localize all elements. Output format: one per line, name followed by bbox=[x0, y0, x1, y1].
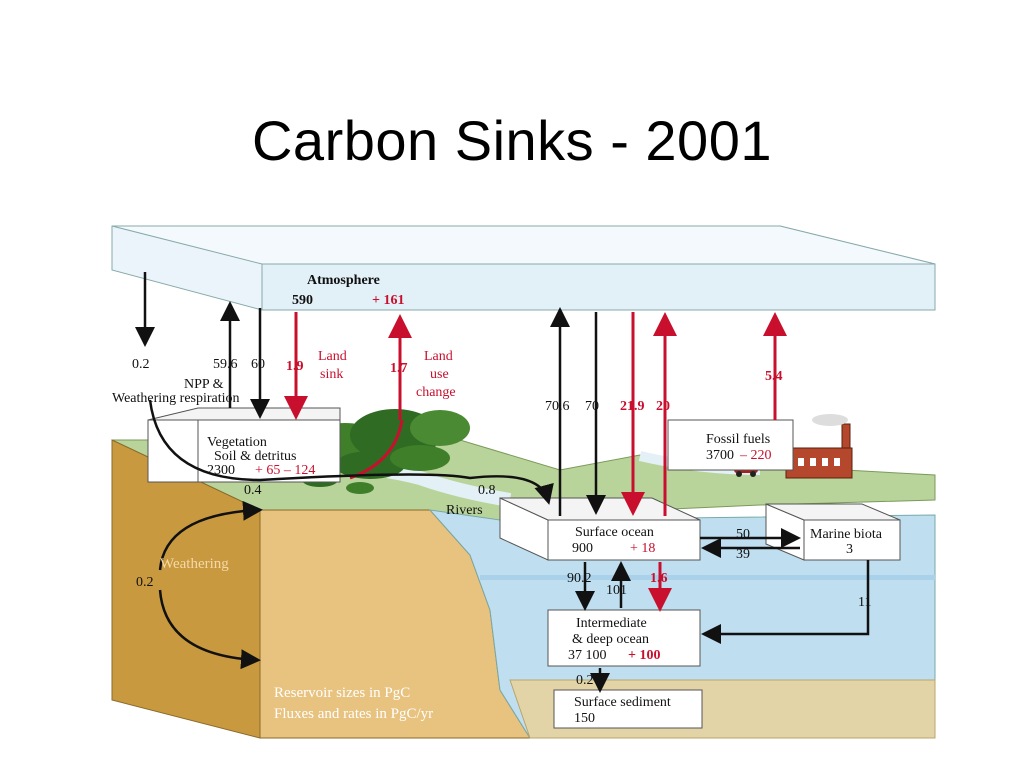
page-title: Carbon Sinks - 2001 bbox=[251, 109, 772, 172]
weathering-loop-up-arrow bbox=[158, 500, 263, 571]
atmosphere-name: Atmosphere bbox=[307, 273, 380, 288]
weathering-down-value: 0.2 bbox=[132, 357, 150, 372]
vegetation-size: 2300 bbox=[207, 463, 235, 478]
land-use-label-2: use bbox=[430, 367, 449, 382]
ocean-red-down-value: 21.9 bbox=[620, 399, 645, 414]
surface-ocean-name: Surface ocean bbox=[575, 525, 654, 540]
fossil-size: 3700 bbox=[706, 448, 734, 463]
biota-to-deep-value: 11 bbox=[858, 595, 871, 610]
legend-line1: Reservoir sizes in PgC bbox=[274, 685, 410, 701]
fossil-change: – 220 bbox=[739, 448, 772, 463]
atmosphere-change: + 161 bbox=[372, 293, 404, 308]
land-use-value: 1.7 bbox=[390, 361, 408, 376]
down-to-deep-value: 90.2 bbox=[567, 571, 592, 586]
atmosphere-size: 590 bbox=[292, 293, 313, 308]
marine-biota-name: Marine biota bbox=[810, 527, 883, 542]
sediment-size: 150 bbox=[574, 711, 595, 726]
surface-to-biota-value: 39 bbox=[736, 547, 750, 562]
red-to-deep-value: 1.6 bbox=[650, 571, 668, 586]
weathering-loop-down-arrow bbox=[158, 589, 261, 670]
land-sink-label-2: sink bbox=[320, 367, 343, 382]
deep-ocean-change: + 100 bbox=[628, 648, 660, 663]
to-sediment-value: 0.2 bbox=[576, 673, 594, 688]
weathering-loop-label: Weathering bbox=[160, 556, 229, 572]
weathering-loop-value: 0.2 bbox=[136, 575, 154, 590]
vegetation-line2: Soil & detritus bbox=[214, 449, 296, 464]
deep-ocean-line2: & deep ocean bbox=[572, 632, 649, 647]
legend-line2: Fluxes and rates in PgC/yr bbox=[274, 706, 433, 722]
biota-to-surface-value: 50 bbox=[736, 527, 750, 542]
land-block bbox=[111, 439, 936, 739]
biota-to-deep-arrow bbox=[701, 560, 870, 644]
npp-label-1: NPP & bbox=[184, 377, 224, 392]
fossil-fuels-box bbox=[667, 419, 794, 471]
atmosphere-slab bbox=[111, 225, 936, 311]
small-flux-value: 0.4 bbox=[244, 483, 262, 498]
vegetation-line1: Vegetation bbox=[207, 435, 267, 450]
deep-ocean-line1: Intermediate bbox=[576, 616, 647, 631]
ocean-down-value: 70 bbox=[585, 399, 599, 414]
respiration-value: 60 bbox=[251, 357, 265, 372]
factory-icon bbox=[785, 414, 853, 479]
land-sink-label-1: Land bbox=[318, 349, 347, 364]
land-use-label-1: Land bbox=[424, 349, 453, 364]
vegetation-change: + 65 – 124 bbox=[255, 463, 315, 478]
fossil-name: Fossil fuels bbox=[706, 432, 770, 447]
marine-biota-size: 3 bbox=[846, 542, 853, 557]
sediment-name: Surface sediment bbox=[574, 695, 671, 710]
rivers-label: Rivers bbox=[446, 503, 483, 518]
fossil-emission-value: 5.4 bbox=[765, 369, 783, 384]
ocean-up-value: 70.6 bbox=[545, 399, 570, 414]
land-sink-value: 1.9 bbox=[286, 359, 304, 374]
deep-ocean-box bbox=[547, 609, 701, 667]
rivers-value: 0.8 bbox=[478, 483, 496, 498]
surface-ocean-change: + 18 bbox=[630, 541, 655, 556]
npp-value: 59.6 bbox=[213, 357, 238, 372]
marine-biota-box bbox=[765, 503, 901, 561]
deep-ocean-size: 37 100 bbox=[568, 648, 607, 663]
sediment-box bbox=[553, 689, 703, 729]
up-from-deep-value: 101 bbox=[606, 583, 627, 598]
surface-ocean-size: 900 bbox=[572, 541, 593, 556]
land-use-label-3: change bbox=[416, 385, 456, 400]
ocean-red-up-value: 20 bbox=[656, 399, 670, 414]
rivers-arrow bbox=[148, 399, 554, 505]
npp-label-2: Weathering respiration bbox=[112, 391, 240, 406]
